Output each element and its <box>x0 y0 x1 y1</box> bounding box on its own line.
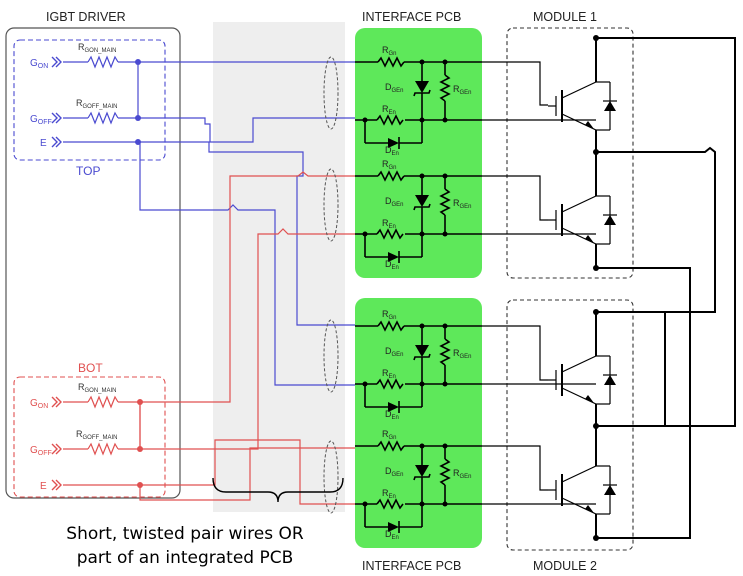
svg-text:DGEn: DGEn <box>385 196 404 208</box>
top-gon-label: GON <box>30 58 48 70</box>
top-goff-label: GOFF <box>30 114 52 126</box>
pcb-labels: RGn DGEn RGEn REn DEn RGn DGEn RGEn REn … <box>382 45 472 541</box>
interface-pcb-top <box>355 28 482 278</box>
svg-text:REn: REn <box>382 104 396 116</box>
bot-goff-label: GOFF <box>30 445 52 457</box>
svg-text:RGEn: RGEn <box>453 348 472 360</box>
igbt-m1-low <box>547 195 618 245</box>
igbt-m1-high <box>547 81 618 131</box>
bot-driver-circuit <box>51 395 143 491</box>
twisted-wire-brace <box>212 477 344 503</box>
top-driver-circuit <box>51 55 141 148</box>
svg-text:DGEn: DGEn <box>385 346 404 358</box>
top-rgon-main-label: RGON_MAIN <box>78 42 117 54</box>
top-driver-box <box>13 39 166 161</box>
twisted-pair-markers <box>323 56 339 514</box>
igbt-m2-low <box>547 465 618 515</box>
top-wires <box>138 61 355 386</box>
svg-text:RGn: RGn <box>382 159 397 171</box>
bot-e-label: E <box>40 481 47 492</box>
igbt-driver-title: IGBT DRIVER <box>46 10 126 24</box>
svg-text:DEn: DEn <box>385 529 399 541</box>
pcb-to-module-wires <box>482 61 596 505</box>
module-1-title: MODULE 1 <box>533 10 597 24</box>
svg-text:RGn: RGn <box>382 45 397 57</box>
svg-text:DEn: DEn <box>385 259 399 271</box>
svg-text:REn: REn <box>382 218 396 230</box>
module-1-box <box>506 27 634 279</box>
interface-pcb-title-bottom: INTERFACE PCB <box>362 559 461 573</box>
interface-pcb-bottom <box>355 298 482 548</box>
power-bus-wires <box>593 35 736 541</box>
svg-text:DGEn: DGEn <box>385 82 404 94</box>
interface-pcb-title-top: INTERFACE PCB <box>362 10 461 24</box>
bot-wires <box>139 171 355 505</box>
svg-text:REn: REn <box>382 368 396 380</box>
svg-text:DGEn: DGEn <box>385 466 404 478</box>
bot-label: BOT <box>78 361 103 375</box>
bot-driver-box <box>13 376 166 498</box>
top-rgoff-main-label: RGOFF_MAIN <box>76 98 118 110</box>
svg-text:RGEn: RGEn <box>453 468 472 480</box>
bot-rgon-main-label: RGON_MAIN <box>78 382 117 394</box>
bot-gon-label: GON <box>30 398 48 410</box>
twisted-wire-region <box>213 22 345 512</box>
module-2-box <box>506 299 634 551</box>
svg-text:RGn: RGn <box>382 309 397 321</box>
top-e-label: E <box>40 138 47 149</box>
igbt-driver-box <box>5 27 181 499</box>
top-label: TOP <box>76 164 100 178</box>
bot-rgoff-main-label: RGOFF_MAIN <box>76 429 118 441</box>
svg-text:RGn: RGn <box>382 429 397 441</box>
svg-text:DEn: DEn <box>385 409 399 421</box>
svg-text:REn: REn <box>382 488 396 500</box>
caption-line-1: Short, twisted pair wires OR <box>66 524 304 544</box>
svg-text:RGEn: RGEn <box>453 198 472 210</box>
caption-line-2: part of an integrated PCB <box>76 548 294 568</box>
module-2-title: MODULE 2 <box>533 559 597 573</box>
igbt-m2-high <box>547 355 618 405</box>
svg-text:DEn: DEn <box>385 145 399 157</box>
svg-text:RGEn: RGEn <box>453 84 472 96</box>
